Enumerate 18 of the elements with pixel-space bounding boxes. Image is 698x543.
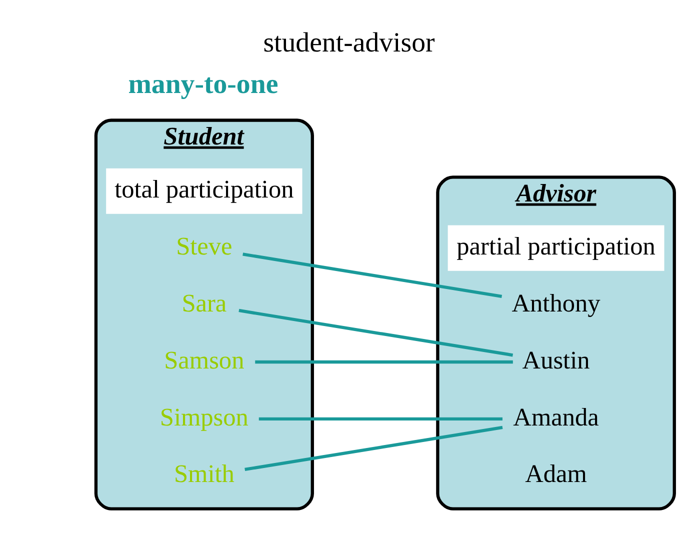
node-label: partial participation <box>456 232 656 260</box>
diagram-title: student-advisor <box>263 27 435 58</box>
connector <box>258 417 502 421</box>
node-text: Steve <box>176 232 232 260</box>
node-text: Simpson <box>160 403 248 432</box>
connector <box>244 426 503 472</box>
connector <box>242 252 502 298</box>
label: many-to-one <box>128 69 278 100</box>
node-text: Anthony <box>512 289 600 318</box>
node-text: Smith <box>174 460 234 488</box>
node-text: Austin <box>522 346 590 374</box>
node-text: Adam <box>525 460 587 488</box>
connector <box>255 360 513 364</box>
node-text: Sara <box>182 289 227 318</box>
connector <box>238 308 514 357</box>
node-label: total participation <box>114 175 294 204</box>
node-text: Amanda <box>513 403 599 432</box>
node-text: Samson <box>164 346 244 374</box>
